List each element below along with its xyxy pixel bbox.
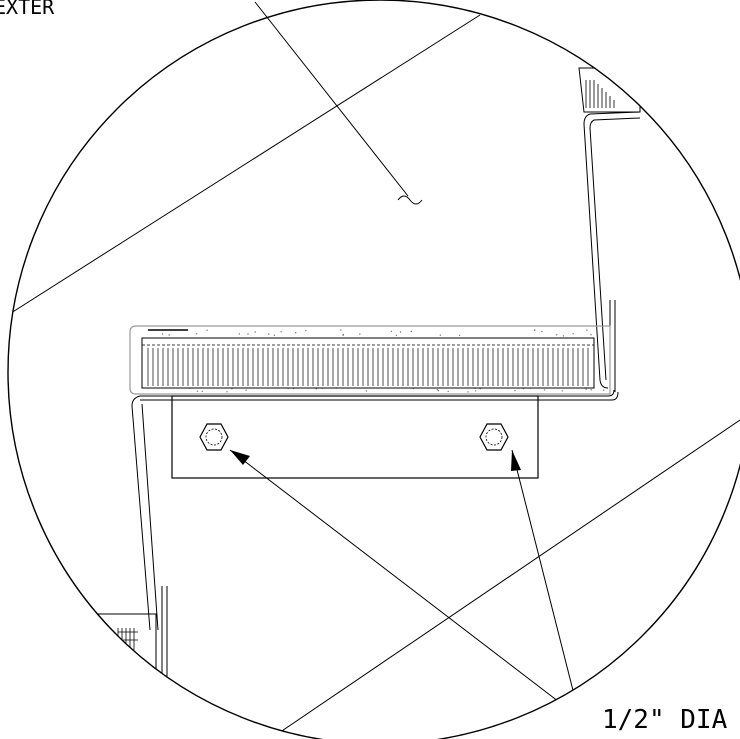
concrete-speckle — [366, 390, 367, 391]
concrete-speckle — [280, 331, 281, 332]
concrete-speckle — [342, 335, 343, 336]
concrete-speckle — [274, 335, 275, 336]
concrete-speckle — [196, 333, 197, 334]
concrete-speckle — [239, 333, 240, 334]
concrete-speckle — [340, 329, 341, 330]
concrete-speckle — [563, 335, 564, 336]
concrete-speckle — [514, 390, 515, 391]
concrete-speckle — [206, 330, 207, 331]
concrete-speckle — [438, 390, 439, 391]
callout-leader-left — [230, 450, 580, 718]
top-label-partial: EXTER — [0, 0, 55, 19]
leader-squiggle — [398, 196, 422, 204]
upper-flashing — [584, 112, 640, 388]
concrete-speckle — [247, 333, 248, 334]
concrete-speckle — [556, 334, 557, 335]
concrete-speckle — [467, 391, 468, 392]
concrete-speckle — [245, 390, 246, 391]
concrete-speckle — [411, 331, 412, 332]
left-flashing — [132, 396, 150, 630]
concrete-speckle — [162, 333, 163, 334]
concrete-speckle — [396, 335, 397, 336]
concrete-speckle — [295, 332, 296, 333]
left-flashing-inner — [142, 404, 158, 630]
concrete-speckle — [437, 389, 438, 390]
concrete-speckle — [226, 391, 227, 392]
concrete-speckle — [459, 335, 460, 336]
concrete-speckle — [590, 334, 591, 335]
bolt-right — [480, 424, 508, 450]
concrete-speckle — [440, 335, 441, 336]
concrete-speckle — [544, 389, 545, 390]
slab-hatch — [148, 329, 604, 392]
concrete-speckle — [586, 330, 587, 331]
concrete-speckle — [359, 333, 360, 334]
slope-line-lower — [270, 420, 740, 739]
concrete-speckle — [541, 331, 542, 332]
concrete-speckle — [391, 331, 392, 332]
detail-contents — [0, 15, 740, 739]
concrete-speckle — [603, 389, 604, 390]
concrete-speckle — [448, 391, 449, 392]
concrete-speckle — [202, 391, 203, 392]
concrete-speckle — [573, 333, 574, 334]
concrete-speckle — [305, 330, 306, 331]
concrete-speckle — [586, 389, 587, 390]
concrete-speckle — [268, 333, 269, 334]
concrete-speckle — [169, 334, 170, 335]
concrete-speckle — [400, 331, 401, 332]
concrete-speckle — [255, 331, 256, 332]
concrete-speckle — [534, 330, 535, 331]
concrete-speckle — [562, 390, 563, 391]
upper-right-hatch — [579, 68, 640, 112]
bolt-left — [200, 424, 228, 450]
concrete-speckle — [197, 391, 198, 392]
concrete-speckle — [591, 389, 592, 390]
callout-arrowhead-right — [511, 450, 521, 471]
concrete-speckle — [475, 390, 476, 391]
callout-bolt-diameter: 1/2" DIA — [602, 705, 728, 735]
callout-leader-right — [512, 450, 580, 718]
top-leader-line — [255, 2, 408, 196]
bottom-flashing-top — [140, 390, 614, 396]
steel-plate — [172, 396, 538, 478]
slope-line-upper — [0, 15, 480, 320]
